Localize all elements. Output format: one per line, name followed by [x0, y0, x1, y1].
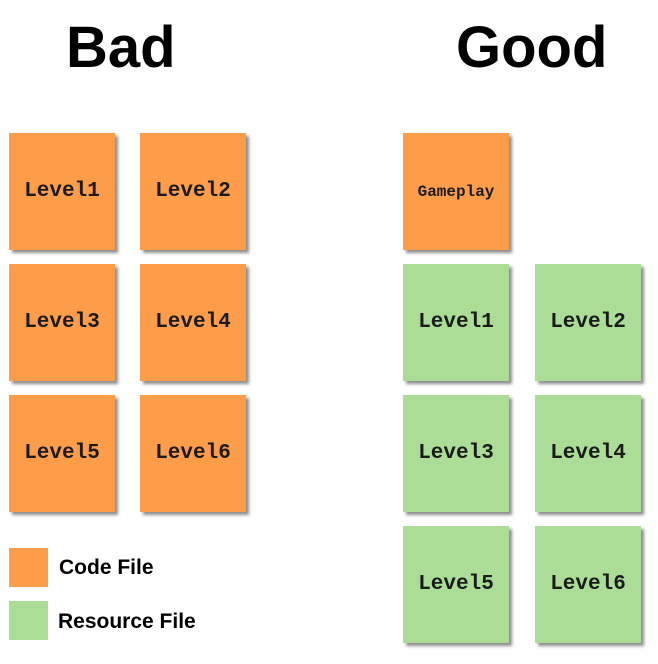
bad-code-file-box: Level1 [9, 133, 115, 250]
bad-code-file-box: Level6 [140, 395, 246, 512]
bad-code-file-box: Level3 [9, 264, 115, 381]
resource-file-swatch [9, 601, 48, 640]
bad-code-file-box: Level4 [140, 264, 246, 381]
good-code-file-box: Gameplay [403, 133, 509, 250]
code-file-swatch [9, 548, 48, 587]
good-resource-file-box: Level4 [535, 395, 641, 512]
good-resource-file-box: Level2 [535, 264, 641, 381]
code-file-legend-label: Code File [59, 556, 154, 579]
good-resource-file-box: Level6 [535, 526, 641, 643]
good-resource-file-box: Level5 [403, 526, 509, 643]
good-heading: Good [456, 15, 608, 80]
good-resource-file-box: Level1 [403, 264, 509, 381]
bad-heading: Bad [66, 15, 176, 80]
bad-code-file-box: Level2 [140, 133, 246, 250]
good-resource-file-box: Level3 [403, 395, 509, 512]
bad-code-file-box: Level5 [9, 395, 115, 512]
resource-file-legend-label: Resource File [58, 610, 196, 633]
